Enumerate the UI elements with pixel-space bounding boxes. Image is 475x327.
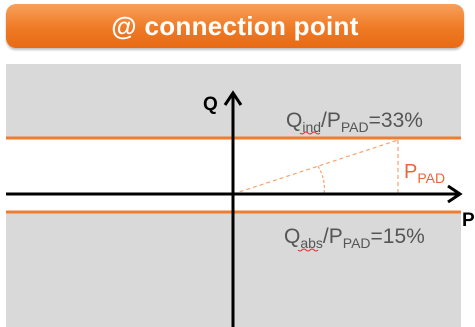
spellcheck-underline-ind — [299, 131, 321, 135]
q-axis-label: Q — [203, 94, 218, 115]
absorptive-limit-label: Qabs/PPAD=15% — [284, 225, 425, 251]
dashed-angle-line — [232, 139, 399, 195]
inductive-limit-label: Qind/PPAD=33% — [286, 109, 423, 135]
p-axis-label: P — [462, 210, 475, 231]
spellcheck-underline-abs — [297, 248, 319, 252]
q-axis-arrow — [223, 90, 243, 106]
title-banner: @ connection point — [6, 4, 464, 48]
banner-title: @ connection point — [111, 10, 359, 41]
angle-arc — [317, 165, 325, 195]
ppad-label: PPAD — [404, 161, 445, 186]
p-axis-arrow — [447, 184, 463, 204]
